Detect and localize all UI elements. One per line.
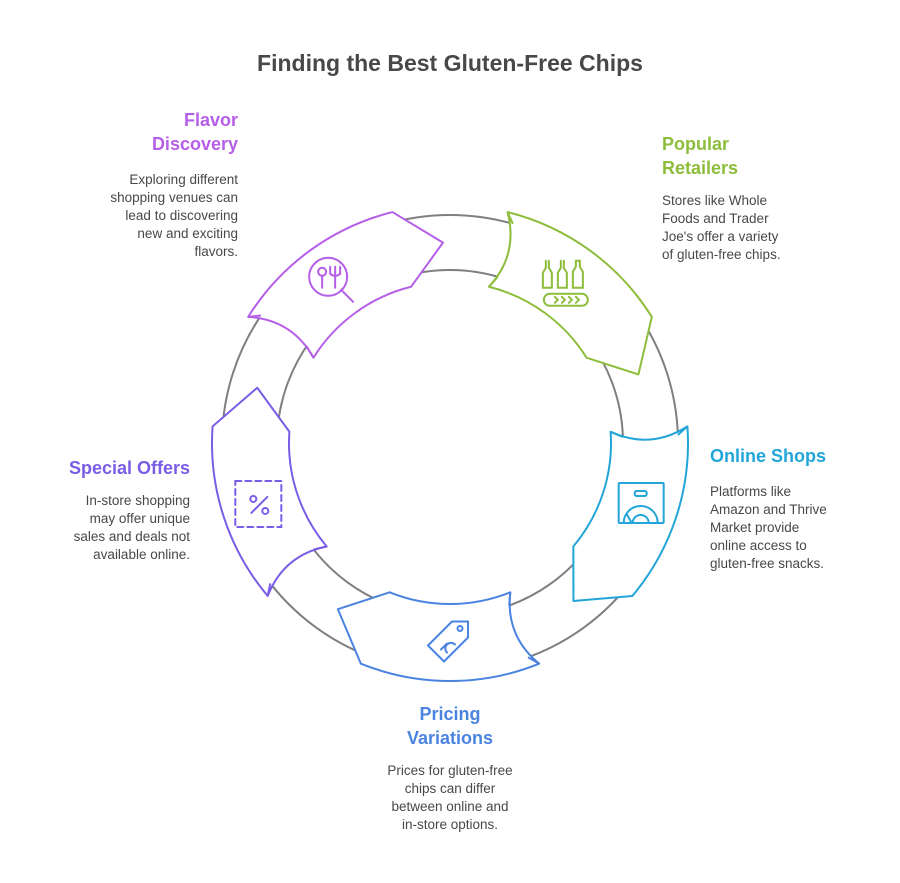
step-desc-pricing: Prices for gluten-free chips can differ …: [350, 762, 550, 834]
step-title-line: Retailers: [662, 158, 739, 178]
desc-line: Joe's offer a variety: [662, 229, 779, 244]
fold-line: [248, 314, 262, 318]
step-title-line: Pricing: [419, 704, 481, 724]
step-title-line: Special Offers: [68, 458, 190, 478]
step-title-retailers: Popular Retailers: [662, 132, 822, 180]
step-desc-flavor: Exploring different shopping venues can …: [88, 171, 238, 261]
step-block-pricing: [336, 591, 541, 682]
fold-line: [610, 430, 624, 438]
desc-line: between online and: [391, 799, 509, 814]
fold-line: [305, 345, 315, 359]
desc-line: shopping venues can: [110, 190, 238, 205]
diagram-title: Finding the Best Gluten-Free Chips: [257, 50, 643, 76]
step-desc-online: Platforms like Amazon and Thrive Market …: [710, 483, 880, 573]
fold-line: [313, 545, 327, 551]
desc-line: Foods and Trader: [662, 211, 769, 226]
desc-line: Market provide: [710, 520, 800, 535]
step-desc-offers: In-store shopping may offer unique sales…: [30, 492, 190, 564]
step-title-online: Online Shops: [710, 444, 880, 468]
step-title-line: Popular: [662, 134, 730, 154]
desc-line: online access to: [710, 538, 807, 553]
price-tag-icon: [427, 620, 469, 663]
restaurant-search-icon: [308, 256, 355, 303]
desc-line: gluten-free snacks.: [710, 556, 825, 571]
step-block-offers: [211, 386, 328, 597]
online-shop-icon: [617, 481, 665, 524]
desc-line: flavors.: [194, 244, 238, 259]
step-block-online: [572, 425, 689, 602]
fold-line: [488, 276, 499, 288]
step-title-line: Discovery: [151, 134, 238, 154]
fold-line: [508, 592, 512, 606]
desc-line: Platforms like: [710, 484, 792, 499]
desc-line: sales and deals not: [73, 529, 190, 544]
fold-line: [506, 211, 514, 225]
step-title-flavor: Flavor Discovery: [90, 108, 238, 156]
fold-line: [266, 583, 272, 597]
desc-line: available online.: [93, 547, 190, 562]
fold-line: [527, 656, 540, 665]
desc-line: may offer unique: [89, 511, 190, 526]
desc-line: of gluten-free chips.: [662, 247, 781, 262]
desc-line: in-store options.: [401, 817, 499, 832]
step-title-offers: Special Offers: [30, 456, 190, 480]
desc-line: Amazon and Thrive: [710, 502, 827, 517]
desc-line: Stores like Whole: [662, 193, 768, 208]
desc-line: Exploring different: [129, 172, 238, 187]
desc-line: chips can differ: [404, 781, 496, 796]
step-desc-retailers: Stores like Whole Foods and Trader Joe's…: [662, 192, 822, 264]
bottles-conveyor-icon: [541, 259, 589, 307]
desc-line: lead to discovering: [125, 208, 238, 223]
step-title-line: Online Shops: [710, 446, 827, 466]
desc-line: In-store shopping: [85, 493, 190, 508]
desc-line: new and exciting: [137, 226, 238, 241]
step-title-pricing: Pricing Variations: [350, 702, 550, 750]
fold-line: [677, 425, 689, 436]
percent-discount-icon: [234, 479, 283, 528]
step-title-line: Variations: [406, 728, 494, 748]
step-title-line: Flavor: [183, 110, 238, 130]
desc-line: Prices for gluten-free: [387, 763, 513, 778]
